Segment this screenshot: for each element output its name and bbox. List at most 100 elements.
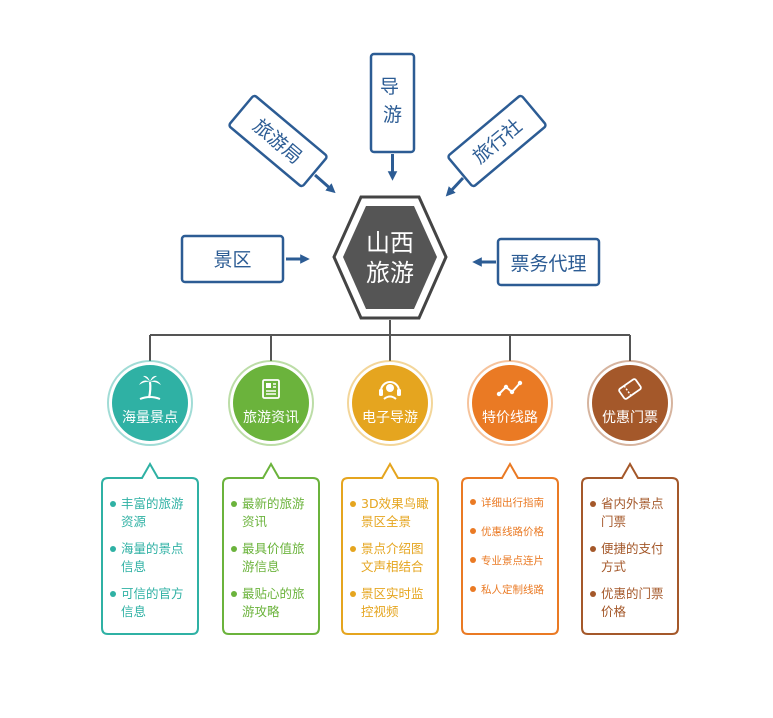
- source-bureau-box: [228, 94, 328, 188]
- list-item: 私人定制线路: [470, 583, 544, 596]
- palm-tree-icon: [139, 375, 161, 400]
- list-item-text: 省内外景点: [601, 496, 664, 511]
- list-item-text: 景区实时监: [361, 586, 424, 601]
- module-card: [461, 461, 559, 635]
- source-scenic-box: [180, 234, 285, 284]
- source-agency-box: [447, 94, 547, 188]
- module-card: [101, 461, 199, 635]
- list-item-text: 最贴心的旅: [242, 586, 305, 601]
- bullet-icon: [470, 557, 476, 563]
- source-bureau: 旅游局: [228, 94, 336, 194]
- module-card: [341, 461, 439, 635]
- bullet-icon: [350, 546, 356, 552]
- list-item-text: 信息: [121, 559, 146, 574]
- bullet-icon: [110, 501, 116, 507]
- modules: 海量景点丰富的旅游资源海量的景点信息可信的官方信息旅游资讯最新的旅游资讯最具价值…: [101, 360, 679, 635]
- list-item-text: 详细出行指南: [481, 496, 544, 509]
- headset-icon: [379, 381, 401, 400]
- list-item-text: 私人定制线路: [481, 583, 544, 596]
- list-item-text: 价格: [601, 604, 627, 619]
- source-bureau-arrow: [314, 173, 336, 194]
- list-item-text: 文声相结合: [361, 559, 424, 574]
- center-title-line2: 旅游: [366, 259, 414, 287]
- list-item: 详细出行指南: [470, 496, 544, 509]
- center-hub: 山西 旅游: [332, 195, 448, 320]
- source-ticket-agent-label: 票务代理: [510, 253, 586, 275]
- list-item: 专业景点连片: [470, 554, 544, 567]
- center-hexagon-inner: [343, 206, 437, 309]
- list-item-text: 最新的旅游: [242, 496, 305, 511]
- list-item-text: 资讯: [242, 514, 268, 529]
- source-scenic-label: 景区: [213, 249, 251, 271]
- list-item-text: 景区全景: [361, 514, 411, 529]
- module-circle: [472, 365, 548, 441]
- list-item-text: 便捷的支付: [601, 541, 664, 556]
- bullet-icon: [470, 499, 476, 505]
- source-ticket-agent-box: [496, 237, 601, 287]
- source-ticket-agent: 票务代理: [472, 237, 601, 287]
- bullet-icon: [110, 591, 116, 597]
- news-icon: [262, 379, 280, 399]
- list-item-text: 资源: [121, 514, 147, 529]
- module-title: 优惠门票: [602, 410, 658, 426]
- list-item-text: 可信的官方: [121, 586, 184, 601]
- module-circle: [112, 365, 188, 441]
- bullet-icon: [231, 591, 237, 597]
- list-item-text: 信息: [121, 604, 146, 619]
- bullet-icon: [350, 591, 356, 597]
- source-guide-char-1: 导: [380, 76, 399, 98]
- source-agency: 旅行社: [445, 94, 547, 197]
- source-guide-label: 导 游: [380, 76, 405, 126]
- module-title: 旅游资讯: [243, 410, 299, 426]
- bullet-icon: [470, 528, 476, 534]
- list-item-text: 控视频: [361, 604, 399, 619]
- list-item-text: 最具价值旅: [242, 541, 305, 556]
- center-title-line1: 山西: [366, 229, 414, 257]
- list-item: 优惠线路价格: [470, 525, 544, 538]
- list-item-text: 海量的景点: [121, 541, 184, 556]
- list-item-text: 门票: [601, 514, 626, 529]
- module-card: [581, 461, 679, 635]
- bullet-icon: [590, 546, 596, 552]
- bullet-icon: [590, 591, 596, 597]
- module-circle: [233, 365, 309, 441]
- bullet-icon: [231, 546, 237, 552]
- module-title: 海量景点: [122, 410, 178, 426]
- bullet-icon: [110, 546, 116, 552]
- module-circle: [592, 365, 668, 441]
- trend-line-icon: [496, 380, 523, 397]
- source-guide: 导 游: [369, 52, 416, 181]
- connector-tree: [149, 320, 631, 362]
- list-item-text: 景点介绍图: [361, 541, 424, 556]
- list-item-text: 游信息: [242, 559, 280, 574]
- list-item-text: 3D效果鸟瞰: [361, 496, 429, 511]
- module-circle: [352, 365, 428, 441]
- module-title: 电子导游: [362, 410, 418, 426]
- source-guide-box: [369, 52, 416, 154]
- list-item-text: 优惠的门票: [601, 586, 664, 601]
- module-title: 特价线路: [482, 410, 538, 426]
- bullet-icon: [470, 586, 476, 592]
- list-item-text: 优惠线路价格: [481, 525, 544, 538]
- source-scenic: 景区: [180, 234, 310, 284]
